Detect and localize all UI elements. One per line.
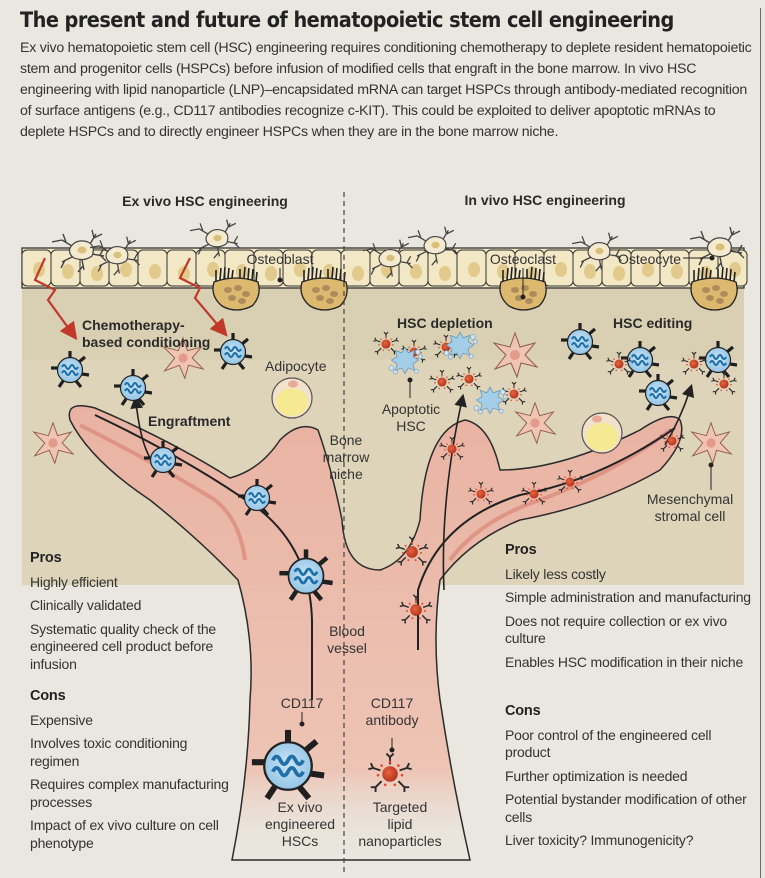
- label-vessel-1: Blood: [329, 623, 365, 639]
- label-msc-1: Mesenchymal: [647, 491, 733, 507]
- list-item: Does not require collection or ex vivo c…: [505, 612, 727, 647]
- bone-cell-nucleus: [584, 264, 596, 280]
- list-item: Poor control of the engineered cell prod…: [505, 726, 712, 761]
- list-item: Liver toxicity? Immunogenicity?: [505, 832, 694, 848]
- bone-cell-nucleus: [294, 262, 306, 278]
- label-msc-2: stromal cell: [655, 508, 726, 524]
- lnp-path-arrow-left: [442, 393, 467, 591]
- label-niche-2: marrow: [323, 449, 371, 465]
- label-apoptotic-1: Apoptotic: [382, 401, 440, 417]
- list-item: Further optimization is needed: [505, 767, 688, 784]
- label-hsc-depletion: HSC depletion: [397, 315, 493, 331]
- bone-cell-nucleus: [642, 262, 654, 278]
- label-cd117-ab-2: antibody: [366, 712, 419, 728]
- list-item: Systematic quality check of the engineer…: [30, 620, 216, 672]
- bone-cell-nucleus: [671, 264, 683, 280]
- label-exvivo-3: HSCs: [282, 833, 319, 849]
- list-item: Clinically validated: [30, 597, 142, 613]
- label-osteocyte: Osteocyte: [618, 251, 681, 267]
- label-cd117-ab-1: CD117: [371, 695, 414, 711]
- in-vivo-pros-title: Pros: [505, 542, 537, 558]
- label-lnp-2: lipid: [388, 816, 413, 832]
- bone-cell-nucleus: [613, 266, 625, 282]
- list-item: Impact of ex vivo culture on cell phenot…: [30, 817, 219, 851]
- list-item: Simple administration and manufacturing: [505, 589, 751, 605]
- in-vivo-cons-list: Poor control of the engineered cell prod…: [505, 727, 755, 850]
- adipocyte-cell: [271, 377, 313, 419]
- in-vivo-cons-title: Cons: [505, 703, 541, 719]
- bone-cell-nucleus: [120, 262, 132, 278]
- bone-cell-nucleus: [91, 266, 103, 282]
- label-niche-3: niche: [329, 466, 363, 482]
- label-cd117: CD117: [281, 695, 324, 711]
- bone-cell-nucleus: [439, 266, 451, 282]
- label-niche-1: Bone: [330, 432, 363, 448]
- page-edge-rule: [760, 8, 761, 878]
- section-heading-in-vivo: In vivo HSC engineering: [464, 192, 625, 208]
- bone-cell-nucleus: [352, 266, 364, 282]
- label-lnp-1: Targeted: [373, 799, 427, 815]
- bone-cell-nucleus: [207, 262, 219, 278]
- figure-intro: Ex vivo hematopoietic stem cell (HSC) en…: [20, 40, 752, 140]
- ex-vivo-pros-title: Pros: [30, 550, 62, 566]
- in-vivo-cons: Cons Poor control of the engineered cell…: [505, 703, 755, 856]
- list-item: Expensive: [30, 711, 93, 728]
- adipocyte-cell: [581, 412, 623, 454]
- bone-cell-nucleus: [265, 266, 277, 282]
- figure-title: The present and future of hematopoietic …: [20, 8, 674, 32]
- bone-cell-nucleus: [555, 262, 567, 278]
- engraftment-arrow: [130, 395, 151, 459]
- bone-cell-nucleus: [149, 264, 161, 280]
- label-adipocyte: Adipocyte: [265, 358, 327, 374]
- bone-cell-nucleus: [729, 262, 741, 278]
- label-chemo-2: based conditioning: [82, 334, 210, 350]
- label-exvivo-2: engineered: [265, 816, 335, 832]
- label-osteoblast: Osteoblast: [247, 251, 314, 267]
- label-vessel-2: vessel: [327, 640, 367, 656]
- label-apoptotic-2: HSC: [396, 418, 426, 434]
- list-item: Likely less costly: [505, 565, 606, 582]
- label-osteoclast: Osteoclast: [490, 251, 556, 267]
- chemotherapy-bolt-icon: [33, 257, 228, 341]
- label-lnp-3: nanoparticles: [358, 833, 441, 849]
- list-item: Highly efficient: [30, 573, 118, 590]
- bone-cell-nucleus: [62, 264, 74, 280]
- illustration: Ex vivo HSC engineering In vivo HSC engi…: [21, 192, 748, 872]
- ex-vivo-cons-title: Cons: [30, 688, 66, 704]
- list-item: Involves toxic conditioning regimen: [30, 735, 188, 769]
- list-item: Requires complex manufacturing processes: [30, 776, 229, 810]
- label-exvivo-1: Ex vivo: [277, 799, 322, 815]
- label-engraftment: Engraftment: [148, 413, 231, 429]
- label-hsc-editing: HSC editing: [613, 315, 692, 331]
- label-chemo-1: Chemotherapy-: [82, 317, 185, 333]
- list-item: Potential bystander modification of othe…: [505, 791, 747, 825]
- bone-cell-nucleus: [468, 262, 480, 278]
- section-heading-ex-vivo: Ex vivo HSC engineering: [122, 193, 288, 209]
- list-item: Enables HSC modification in their niche: [505, 653, 744, 670]
- bone-cell-nucleus: [410, 264, 422, 280]
